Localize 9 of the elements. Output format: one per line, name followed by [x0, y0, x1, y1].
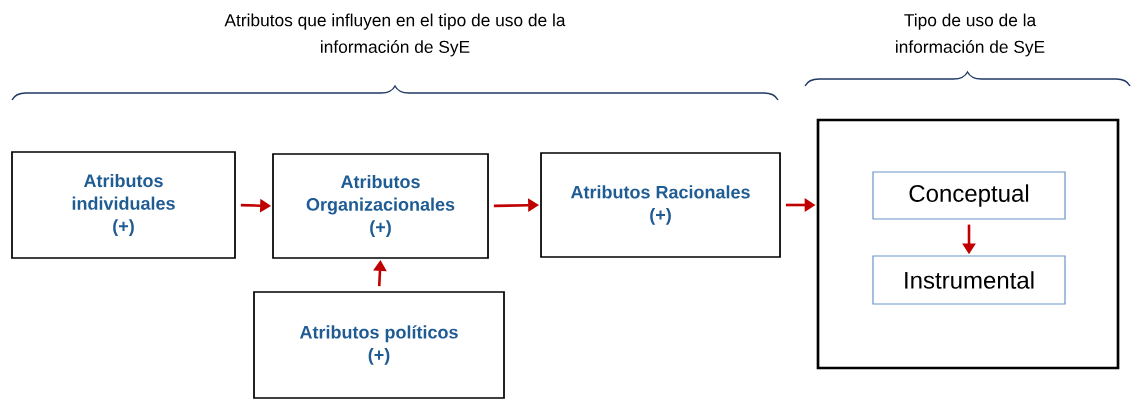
usage-box: Instrumental [872, 255, 1066, 305]
attribute-box: Atributos Racionales (+) [540, 152, 781, 258]
attribute-box: Atributos políticos (+) [253, 291, 505, 399]
attribute-box: Atributos individuales (+) [11, 151, 236, 259]
container-box [816, 118, 1120, 370]
heading-text: Atributos que influyen en el tipo de uso de la información de SyE [224, 13, 566, 57]
heading-text: Tipo de uso de la información de SyE [896, 13, 1045, 57]
usage-box: Conceptual [872, 171, 1066, 220]
attribute-box: Atributos Organizacionales (+) [272, 153, 489, 259]
